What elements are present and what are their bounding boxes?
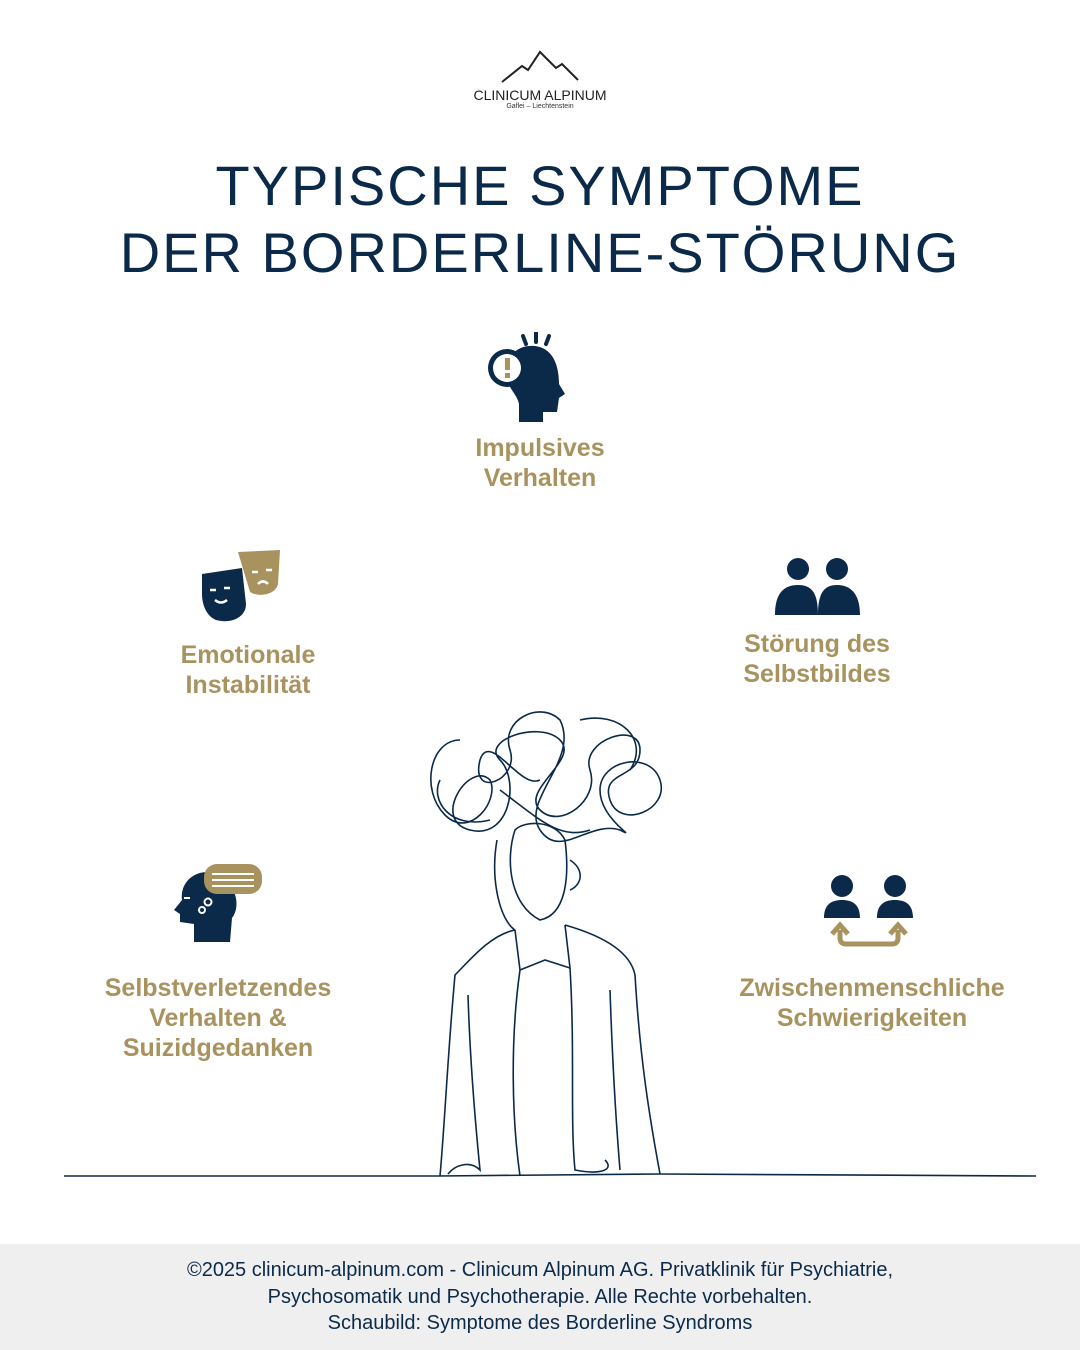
label-line: Impulsives bbox=[475, 434, 605, 462]
label-line: Selbstverletzendes bbox=[104, 974, 332, 1002]
label-line: Emotionale bbox=[180, 641, 316, 669]
label-line: Verhalten bbox=[483, 464, 597, 492]
title-line-2: DER BORDERLINE-STÖRUNG bbox=[119, 221, 961, 284]
mountain-icon bbox=[501, 50, 579, 83]
footer-caption: Schaubild: Symptome des Borderline Syndr… bbox=[327, 1312, 753, 1334]
two-people-icon bbox=[775, 558, 860, 615]
label-line: Suizidgedanken bbox=[122, 1034, 314, 1062]
label-line: Schwierigkeiten bbox=[776, 1004, 968, 1032]
symptom-impulsive: Impulsives Verhalten bbox=[370, 433, 710, 493]
logo-name: CLINICUM ALPINUM bbox=[473, 87, 607, 103]
head-thought-icon bbox=[174, 864, 262, 942]
footer-rights: Psychosomatik und Psychotherapie. Alle R… bbox=[267, 1285, 813, 1308]
label-line: Verhalten & bbox=[149, 1004, 287, 1032]
head-exclamation-icon bbox=[488, 332, 565, 422]
footer-copyright: ©2025 clinicum-alpinum.com - Clinicum Al… bbox=[186, 1259, 894, 1281]
label-line: Instabilität bbox=[185, 671, 311, 699]
label-line: Selbstbildes bbox=[743, 660, 891, 688]
people-exchange-icon bbox=[824, 875, 913, 947]
title-line-1: TYPISCHE SYMPTOME bbox=[215, 154, 865, 217]
footer: ©2025 clinicum-alpinum.com - Clinicum Al… bbox=[0, 1244, 1080, 1350]
page-title: TYPISCHE SYMPTOME DER BORDERLINE-STÖRUNG bbox=[0, 152, 1080, 286]
symptom-emotional: Emotionale Instabilität bbox=[78, 640, 418, 700]
person-line-drawing bbox=[64, 711, 1037, 1177]
symptom-interpersonal: Zwischenmenschliche Schwierigkeiten bbox=[702, 973, 1042, 1033]
label-line: Zwischenmenschliche bbox=[739, 974, 1005, 1002]
symptom-self-image: Störung des Selbstbildes bbox=[647, 629, 987, 689]
theater-masks-icon bbox=[202, 550, 280, 622]
symptom-self-harm: Selbstverletzendes Verhalten & Suizidged… bbox=[48, 973, 388, 1063]
logo: CLINICUM ALPINUM Gaflei – Liechtenstein bbox=[440, 48, 640, 110]
logo-subtitle: Gaflei – Liechtenstein bbox=[506, 103, 574, 110]
label-line: Störung des bbox=[744, 630, 890, 658]
